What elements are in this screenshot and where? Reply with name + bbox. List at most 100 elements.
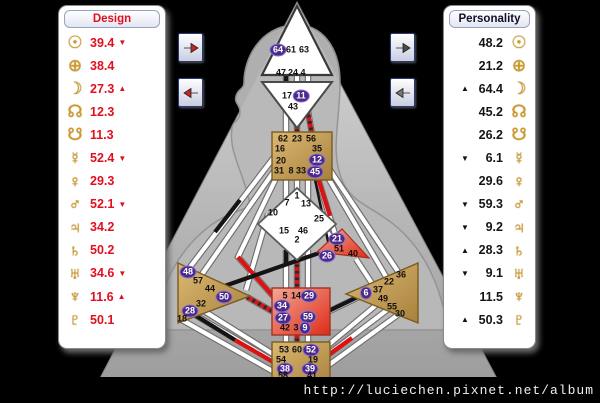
planet-row-earth: 21.2⊕ (448, 54, 531, 77)
gate-line-value: 11.5 (479, 289, 503, 304)
gate-56: 56 (305, 133, 317, 144)
sun-icon: ☉ (511, 33, 527, 53)
moon-icon: ☽ (67, 79, 83, 99)
personality-back-button[interactable] (390, 78, 415, 107)
down-arrow-icon: ▼ (118, 268, 127, 278)
gate-54: 54 (275, 354, 287, 365)
gate-42: 42 (279, 322, 291, 333)
gate-12-circled: 12 (308, 153, 326, 167)
venus-icon: ♀ (512, 171, 526, 191)
jupiter-icon: ♃ (512, 217, 526, 237)
gate-line-value: 64.4 (478, 81, 503, 96)
sun-icon: ☉ (67, 33, 83, 53)
gate-line-value: 9.2 (485, 220, 503, 235)
pluto-icon: ♇ (68, 310, 82, 330)
gate-15: 15 (278, 225, 290, 236)
pluto-icon: ♇ (512, 310, 526, 330)
gate-58: 58 (277, 370, 289, 381)
gate-line-value: 26.2 (478, 127, 503, 142)
gate-50-circled: 50 (215, 290, 233, 304)
planet-row-uranus: ▼9.1♅ (448, 262, 531, 285)
gate-37: 37 (372, 284, 384, 295)
jupiter-icon: ♃ (68, 217, 82, 237)
left-arrow-icon (182, 87, 198, 98)
gate-30: 30 (394, 308, 406, 319)
gate-23: 23 (291, 133, 303, 144)
personality-rows: 48.2☉21.2⊕▲64.4☽45.2☊26.2☋▼6.1☿29.6♀▼59.… (444, 30, 535, 331)
planet-row-north-node: 45.2 ☊ (448, 100, 531, 123)
gate-36: 36 (395, 269, 407, 280)
design-back-button[interactable] (178, 78, 203, 107)
gate-2: 2 (294, 234, 300, 245)
mercury-icon: ☿ (512, 148, 526, 168)
gate-57: 57 (192, 275, 204, 286)
right-arrow-icon (183, 42, 199, 53)
gate-28-circled: 28 (181, 304, 199, 318)
gate-60: 60 (291, 344, 303, 355)
down-arrow-icon: ▼ (461, 153, 469, 163)
gate-13: 13 (300, 198, 312, 209)
mars-icon: ♂ (512, 194, 526, 214)
planet-row-mars: ♂ 52.1▼ (63, 193, 161, 216)
down-arrow-icon: ▼ (118, 153, 127, 163)
design-rows: ☉39.4▼⊕38.4☽27.3▲☊12.3☋11.3☿52.4▼♀29.3♂5… (59, 30, 165, 331)
gate-46: 46 (297, 225, 309, 236)
north-node-icon: ☊ (67, 102, 83, 122)
mercury-icon: ☿ (68, 148, 82, 168)
gate-line-value: 50.1 (90, 312, 115, 327)
down-arrow-icon: ▼ (461, 268, 469, 278)
design-panel-title: Design (64, 10, 160, 28)
planet-row-pluto: ♇ 50.1 (63, 308, 161, 331)
gate-line-value: 12.3 (90, 104, 115, 119)
gate-line-value: 50.3 (478, 312, 503, 327)
gate-40: 40 (347, 248, 359, 259)
design-forward-button[interactable] (178, 33, 203, 62)
up-arrow-icon: ▲ (117, 292, 126, 302)
gate-62: 62 (277, 133, 289, 144)
mars-icon: ♂ (68, 194, 82, 214)
planet-row-jupiter: ♃ 34.2 (63, 216, 161, 239)
down-arrow-icon: ▼ (118, 199, 127, 209)
gate-line-value: 34.6 (90, 266, 115, 281)
gate-line-value: 34.2 (90, 220, 115, 235)
planet-row-moon: ☽27.3▲ (63, 77, 161, 100)
gate-19: 19 (307, 354, 319, 365)
gate-line-value: 45.2 (478, 104, 503, 119)
gate-8: 8 (288, 165, 294, 176)
gate-line-value: 6.1 (485, 151, 503, 166)
north-node-icon: ☊ (511, 102, 527, 122)
gate-51: 51 (333, 243, 345, 254)
right-arrow-icon (395, 42, 411, 53)
gate-7: 7 (284, 197, 290, 208)
gate-31: 31 (273, 165, 285, 176)
planet-row-venus: 29.6 ♀ (448, 170, 531, 193)
gate-line-value: 29.6 (478, 174, 503, 189)
up-arrow-icon: ▲ (461, 84, 469, 94)
personality-panel-title: Personality (449, 10, 530, 28)
planet-row-saturn: ♄50.2 (63, 239, 161, 262)
gate-line-value: 11.6 (90, 289, 114, 304)
gate-line-value: 27.3 (90, 81, 115, 96)
gate-line-value: 39.4 (90, 35, 115, 50)
personality-forward-button[interactable] (390, 33, 415, 62)
uranus-icon: ♅ (512, 263, 526, 283)
gate-line-value: 52.4 (90, 151, 115, 166)
gate-10: 10 (267, 207, 279, 218)
planet-row-sun: ☉ 39.4▼ (63, 31, 161, 54)
down-arrow-icon: ▼ (461, 199, 469, 209)
planet-row-south-node: ☋11.3 (63, 123, 161, 146)
gate-line-value: 21.2 (478, 58, 503, 73)
gate-line-value: 52.1 (90, 197, 115, 212)
planet-row-saturn: ▲28.3♄ (448, 239, 531, 262)
gate-16: 16 (274, 143, 286, 154)
gate-21-circled: 21 (328, 232, 346, 246)
down-arrow-icon: ▼ (118, 38, 127, 48)
gate-48-circled: 48 (179, 265, 197, 279)
solar-plexus-center (344, 261, 419, 325)
planet-row-sun: 48.2☉ (448, 31, 531, 54)
gate-1: 1 (294, 190, 300, 201)
saturn-icon: ♄ (68, 240, 82, 260)
gate-26-circled: 26 (318, 249, 336, 263)
gate-line-value: 59.3 (478, 197, 503, 212)
